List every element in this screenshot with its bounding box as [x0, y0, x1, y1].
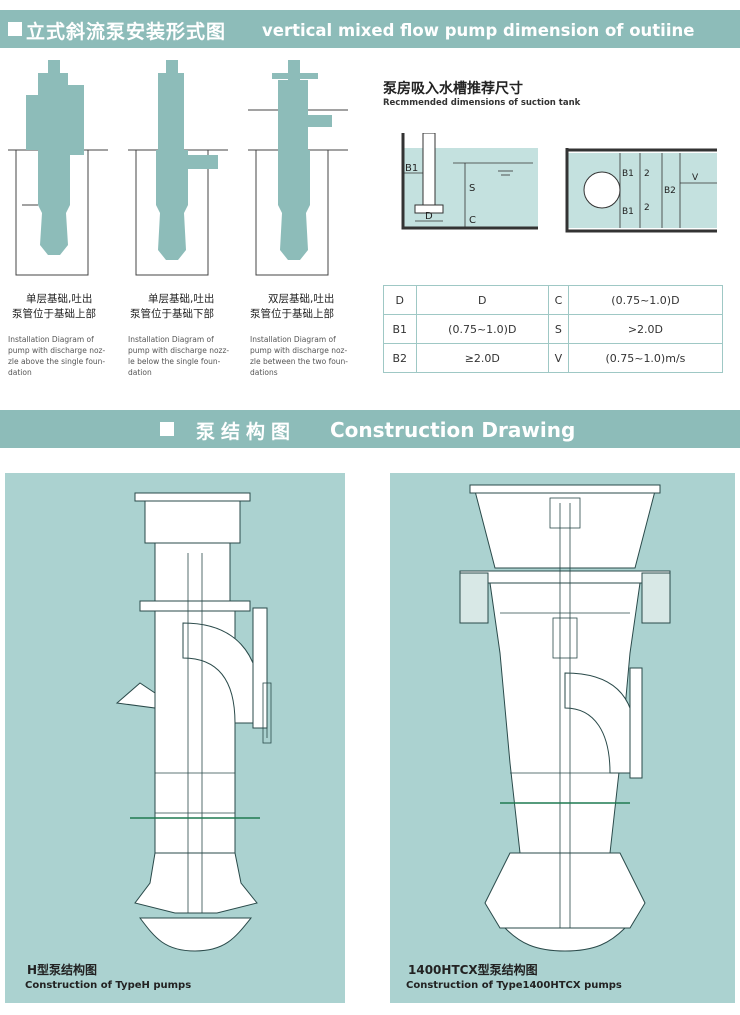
table-cell: (0.75~1.0)m/s [567, 343, 724, 373]
b1-label: B1 [405, 163, 418, 174]
v-label: V [692, 173, 699, 183]
drawing-title-cn: H型泵结构图 [27, 963, 98, 977]
table-row: B2 ≥2.0D V (0.75~1.0)m/s [383, 343, 724, 373]
h-type-pump-drawing [115, 492, 272, 952]
section-title-en: Construction Drawing [330, 418, 576, 442]
table-cell: >2.0D [567, 314, 724, 344]
suction-tank-title: 泵房吸入水槽推荐尺寸 [383, 81, 523, 97]
section-banner: 泵结构图 Construction Drawing [0, 410, 740, 448]
installation-caption-cn: 双层基础,吐出 泵管位于基础上部 [250, 293, 335, 320]
d-label: D [425, 211, 433, 222]
installation-caption-en: Installation Diagram of pump with discha… [8, 335, 106, 377]
square-icon [8, 22, 22, 36]
c-label: C [469, 215, 476, 226]
table-cell: B2 [383, 343, 417, 373]
installation-caption-en: Installation Diagram of pump with discha… [128, 335, 230, 377]
table-cell: D [415, 285, 550, 315]
drawing-title-en: Construction of TypeH pumps [25, 980, 192, 991]
installation-caption-cn: 单层基础,吐出 泵管位于基础上部 [12, 293, 96, 320]
installation-caption-en: Installation Diagram of pump with discha… [250, 335, 349, 377]
b1-top-label: B1 [622, 169, 634, 179]
suction-tank-subtitle: Recmmended dimensions of suction tank [383, 98, 581, 108]
table-cell: S [548, 314, 569, 344]
table-cell: (0.75~1.0)D [567, 285, 724, 315]
h-type-pump-panel: H型泵结构图 Construction of TypeH pumps [5, 473, 345, 1003]
suction-tank-top-view: B1 B1 2 2 B2 V [565, 148, 717, 233]
section-title-cn: 泵结构图 [196, 421, 297, 443]
table-cell: B1 [383, 314, 417, 344]
table-cell: D [383, 285, 417, 315]
header-title-cn: 立式斜流泵安装形式图 [26, 21, 227, 43]
table-cell: ≥2.0D [415, 343, 550, 373]
installation-caption-cn: 单层基础,吐出 泵管位于基础下部 [130, 293, 215, 320]
table-cell: V [548, 343, 569, 373]
table-cell: C [548, 285, 569, 315]
square-icon [160, 422, 174, 436]
installation-diagram-3 [248, 60, 348, 276]
table-row: B1 (0.75~1.0)D S >2.0D [383, 314, 724, 344]
b2-label: B2 [664, 186, 676, 196]
1400htcx-pump-panel: 1400HTCX型泵结构图 Construction of Type1400HT… [390, 473, 735, 1003]
suction-tank-dimensions-table: D D C (0.75~1.0)D B1 (0.75~1.0)D S >2.0D… [383, 285, 724, 373]
s-label: S [469, 183, 475, 194]
drawing-title-en: Construction of Type1400HTCX pumps [406, 980, 622, 991]
header-banner: 立式斜流泵安装形式图 vertical mixed flow pump dime… [0, 10, 740, 48]
installation-diagram-1 [8, 60, 108, 276]
suction-tank-side-view: B1 D S C [401, 133, 538, 230]
drawing-title-cn: 1400HTCX型泵结构图 [408, 963, 538, 977]
two-top-label: 2 [644, 169, 650, 179]
table-row: D D C (0.75~1.0)D [383, 285, 724, 315]
two-bottom-label: 2 [644, 203, 650, 213]
installation-diagram-2 [128, 60, 228, 276]
table-cell: (0.75~1.0)D [415, 314, 550, 344]
1400htcx-pump-drawing [459, 484, 671, 952]
header-title-en: vertical mixed flow pump dimension of ou… [262, 21, 695, 40]
b1-bottom-label: B1 [622, 207, 634, 217]
